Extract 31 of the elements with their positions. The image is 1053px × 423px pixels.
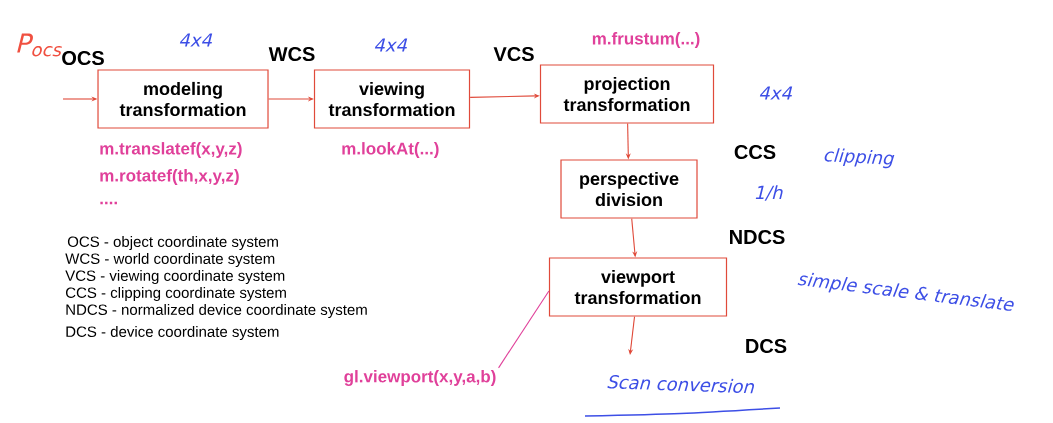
coordinate-system-label: DCS <box>746 338 787 354</box>
legend-text: VCS - viewing coordinate system <box>65 270 285 284</box>
code-label: gl.viewport(x,y,a,b) <box>344 370 496 386</box>
code-label: m.frustum(...) <box>592 32 700 48</box>
arrow <box>628 316 636 355</box>
handwritten-note: 4x4 <box>179 33 213 47</box>
handwritten-note: 4x4 <box>374 38 408 52</box>
code-label: .... <box>100 201 117 205</box>
handwritten-note: simple scale & translate <box>797 272 1014 311</box>
coordinate-system-label: VCS <box>493 46 534 62</box>
coordinate-system-label: CCS <box>734 144 776 160</box>
coordinate-system-label: NDCS <box>730 229 785 245</box>
process-box: perspective division <box>560 159 698 219</box>
legend-text: DCS - device coordinate system <box>66 326 279 340</box>
handwritten-note: P$_{ocs}$ <box>17 33 62 57</box>
process-box: projection transformation <box>539 64 715 124</box>
process-box: modeling transformation <box>97 69 269 129</box>
coordinate-system-label: WCS <box>268 46 315 62</box>
process-box: viewing transformation <box>313 69 471 129</box>
code-label: m.rotatef(th,x,y,z) <box>100 169 239 185</box>
handwritten-note: clipping <box>824 148 895 169</box>
legend-text: NDCS - normalized device coordinate system <box>66 304 367 318</box>
handwritten-note: 1/h <box>755 185 783 201</box>
leader-line <box>498 290 550 369</box>
handwritten-note: Scan conversion <box>607 375 755 394</box>
coordinate-system-label: OCS <box>62 50 104 66</box>
legend-text: WCS - world coordinate system <box>65 253 275 267</box>
legend-text: OCS - object coordinate system <box>67 236 278 250</box>
legend-text: CCS - clipping coordinate system <box>66 287 286 301</box>
process-box: viewport transformation <box>548 257 728 317</box>
handwritten-note: 4x4 <box>759 86 793 100</box>
